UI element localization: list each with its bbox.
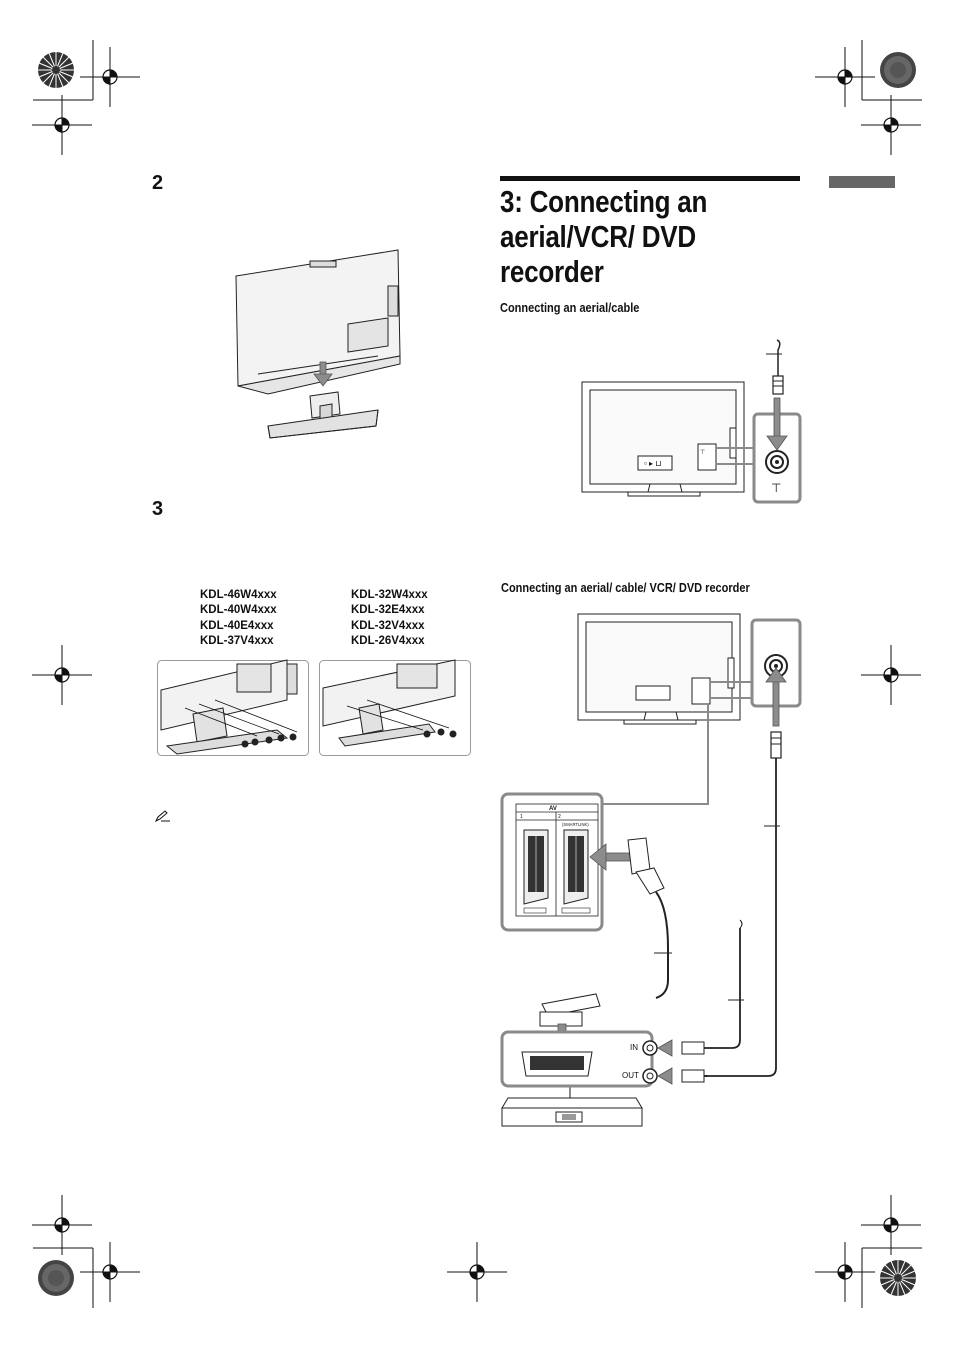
step-3-number: 3 [152, 498, 164, 520]
vcr-dvd-connection-diagram: AV 1 2 (SMARTLINK) [500, 613, 802, 1127]
in-label: IN [630, 1043, 638, 1052]
model-name: KDL-40W4xxx [200, 604, 277, 617]
model-name: KDL-37V4xxx [200, 634, 274, 647]
av1-label: 1 [520, 814, 523, 820]
model-name: KDL-26V4xxx [351, 634, 425, 647]
page-title-line: recorder [500, 254, 604, 289]
page-title-line: 3: Connecting an [500, 184, 708, 219]
registration-mark-icon [80, 1242, 140, 1302]
model-name: KDL-32W4xxx [351, 589, 428, 601]
model-name: KDL-32V4xxx [351, 619, 425, 632]
heading-rule [500, 176, 800, 181]
sunburst-mark-tl [38, 52, 74, 88]
registration-mark-icon [861, 1195, 921, 1255]
model-name: KDL-46W4xxx [200, 589, 277, 601]
registration-mark-icon [861, 95, 921, 155]
svg-text:▫ ▸ ⊔: ▫ ▸ ⊔ [644, 459, 662, 468]
registration-mark-icon [80, 47, 140, 107]
texture-mark-tr [880, 52, 916, 88]
model-name: KDL-40E4xxx [200, 619, 274, 632]
pencil-note-icon [154, 810, 170, 823]
svg-text:⊤: ⊤ [700, 449, 705, 456]
section-tab [829, 176, 895, 188]
registration-mark-icon [861, 645, 921, 705]
registration-mark-icon [32, 95, 92, 155]
av2-label: 2 [558, 814, 561, 820]
sunburst-mark-br [880, 1260, 916, 1296]
model-list-left: KDL-46W4xxx KDL-40W4xxx KDL-40E4xxx KDL-… [200, 588, 277, 649]
step-2-number: 2 [152, 172, 164, 194]
registration-mark-icon [815, 47, 875, 107]
model-list-right: KDL-32W4xxx KDL-32E4xxx KDL-32V4xxx KDL-… [351, 588, 428, 649]
smartlink-label: (SMARTLINK) [562, 822, 589, 827]
registration-mark-icon [447, 1242, 507, 1302]
subheading-aerial-cable: Connecting an aerial/cable [500, 301, 640, 315]
registration-mark-icon [815, 1242, 875, 1302]
screw-fixing-illustration-large [157, 659, 309, 756]
av-label: AV [549, 806, 557, 812]
svg-text:⊤: ⊤ [771, 481, 781, 495]
screw-fixing-illustration-small [319, 659, 471, 756]
model-name: KDL-32E4xxx [351, 604, 425, 617]
page-title-line: aerial/VCR/ DVD [500, 219, 696, 254]
page-title: 3: Connecting an aerial/VCR/ DVD recorde… [500, 184, 752, 289]
registration-mark-icon [32, 1195, 92, 1255]
out-label: OUT [622, 1071, 639, 1080]
subheading-aerial-vcr-dvd: Connecting an aerial/ cable/ VCR/ DVD re… [501, 581, 750, 595]
registration-mark-icon [32, 645, 92, 705]
texture-mark-bl [38, 1260, 74, 1296]
tv-stand-mount-illustration [235, 249, 401, 439]
aerial-connection-diagram: ▫ ▸ ⊔ ⊤ ⊤ [581, 339, 802, 504]
